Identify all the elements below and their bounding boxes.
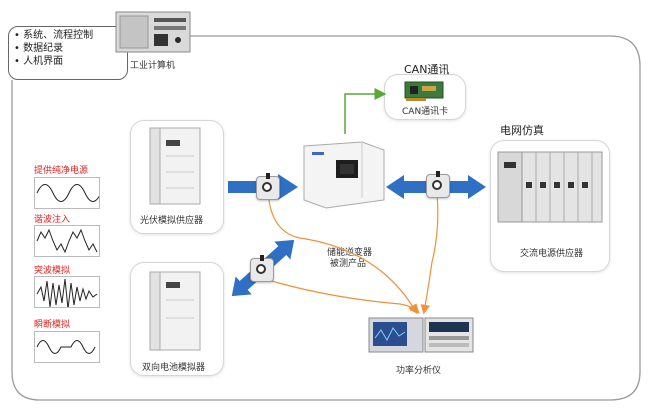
ac-source-label: 交流电源供应器 bbox=[520, 249, 584, 259]
can-card-image bbox=[404, 81, 444, 101]
waveform-label-harmonic: 谐波注入 bbox=[34, 215, 71, 225]
pv-cabinet-image bbox=[149, 127, 201, 205]
inverter-label-2: 被测产品 bbox=[330, 259, 367, 269]
measure-line-pv bbox=[267, 189, 418, 315]
ipc-feature-item: • 数据纪录 bbox=[14, 43, 64, 54]
measure-line-grid bbox=[420, 193, 439, 315]
inverter-label-1: 储能逆变器 bbox=[327, 248, 373, 258]
surge-waveform bbox=[34, 276, 100, 308]
waveform-label-pure: 提供纯净电源 bbox=[34, 166, 89, 176]
dropout-waveform bbox=[34, 331, 100, 363]
ipc-label: 工业计算机 bbox=[130, 61, 176, 71]
waveform-label-surge: 突波模拟 bbox=[34, 266, 71, 276]
ipc-feature-list: • 系统、流程控制 • 数据纪录 • 人机界面 bbox=[14, 29, 93, 68]
ac-source-cabinet-image bbox=[497, 151, 603, 223]
ipc-feature-item: • 系统、流程控制 bbox=[14, 30, 94, 41]
pv-label: 光伏模拟供应器 bbox=[140, 216, 204, 226]
current-sensor-pv bbox=[256, 173, 280, 200]
industrial-pc-image bbox=[115, 11, 191, 53]
grid-sim-title: 电网仿真 bbox=[500, 124, 544, 137]
current-sensor-grid bbox=[426, 171, 450, 198]
measure-line-battery bbox=[267, 279, 420, 314]
power-analyzer-label: 功率分析仪 bbox=[396, 366, 442, 376]
current-sensor-battery bbox=[250, 255, 274, 282]
can-title: CAN通讯 bbox=[404, 63, 450, 76]
pure-sine-waveform bbox=[34, 177, 100, 209]
can-link-arrow bbox=[344, 88, 387, 134]
waveform-label-dropout: 瞬断模拟 bbox=[34, 320, 71, 330]
battery-label: 双向电池模拟器 bbox=[142, 363, 206, 373]
power-analyzer-image bbox=[368, 317, 474, 353]
can-card-label: CAN通讯卡 bbox=[402, 107, 449, 117]
ipc-feature-callout bbox=[8, 26, 128, 80]
harmonic-waveform bbox=[34, 225, 100, 257]
ipc-feature-item: • 人机界面 bbox=[14, 56, 64, 67]
battery-cabinet-image bbox=[149, 271, 201, 351]
inverter-image bbox=[303, 141, 385, 209]
